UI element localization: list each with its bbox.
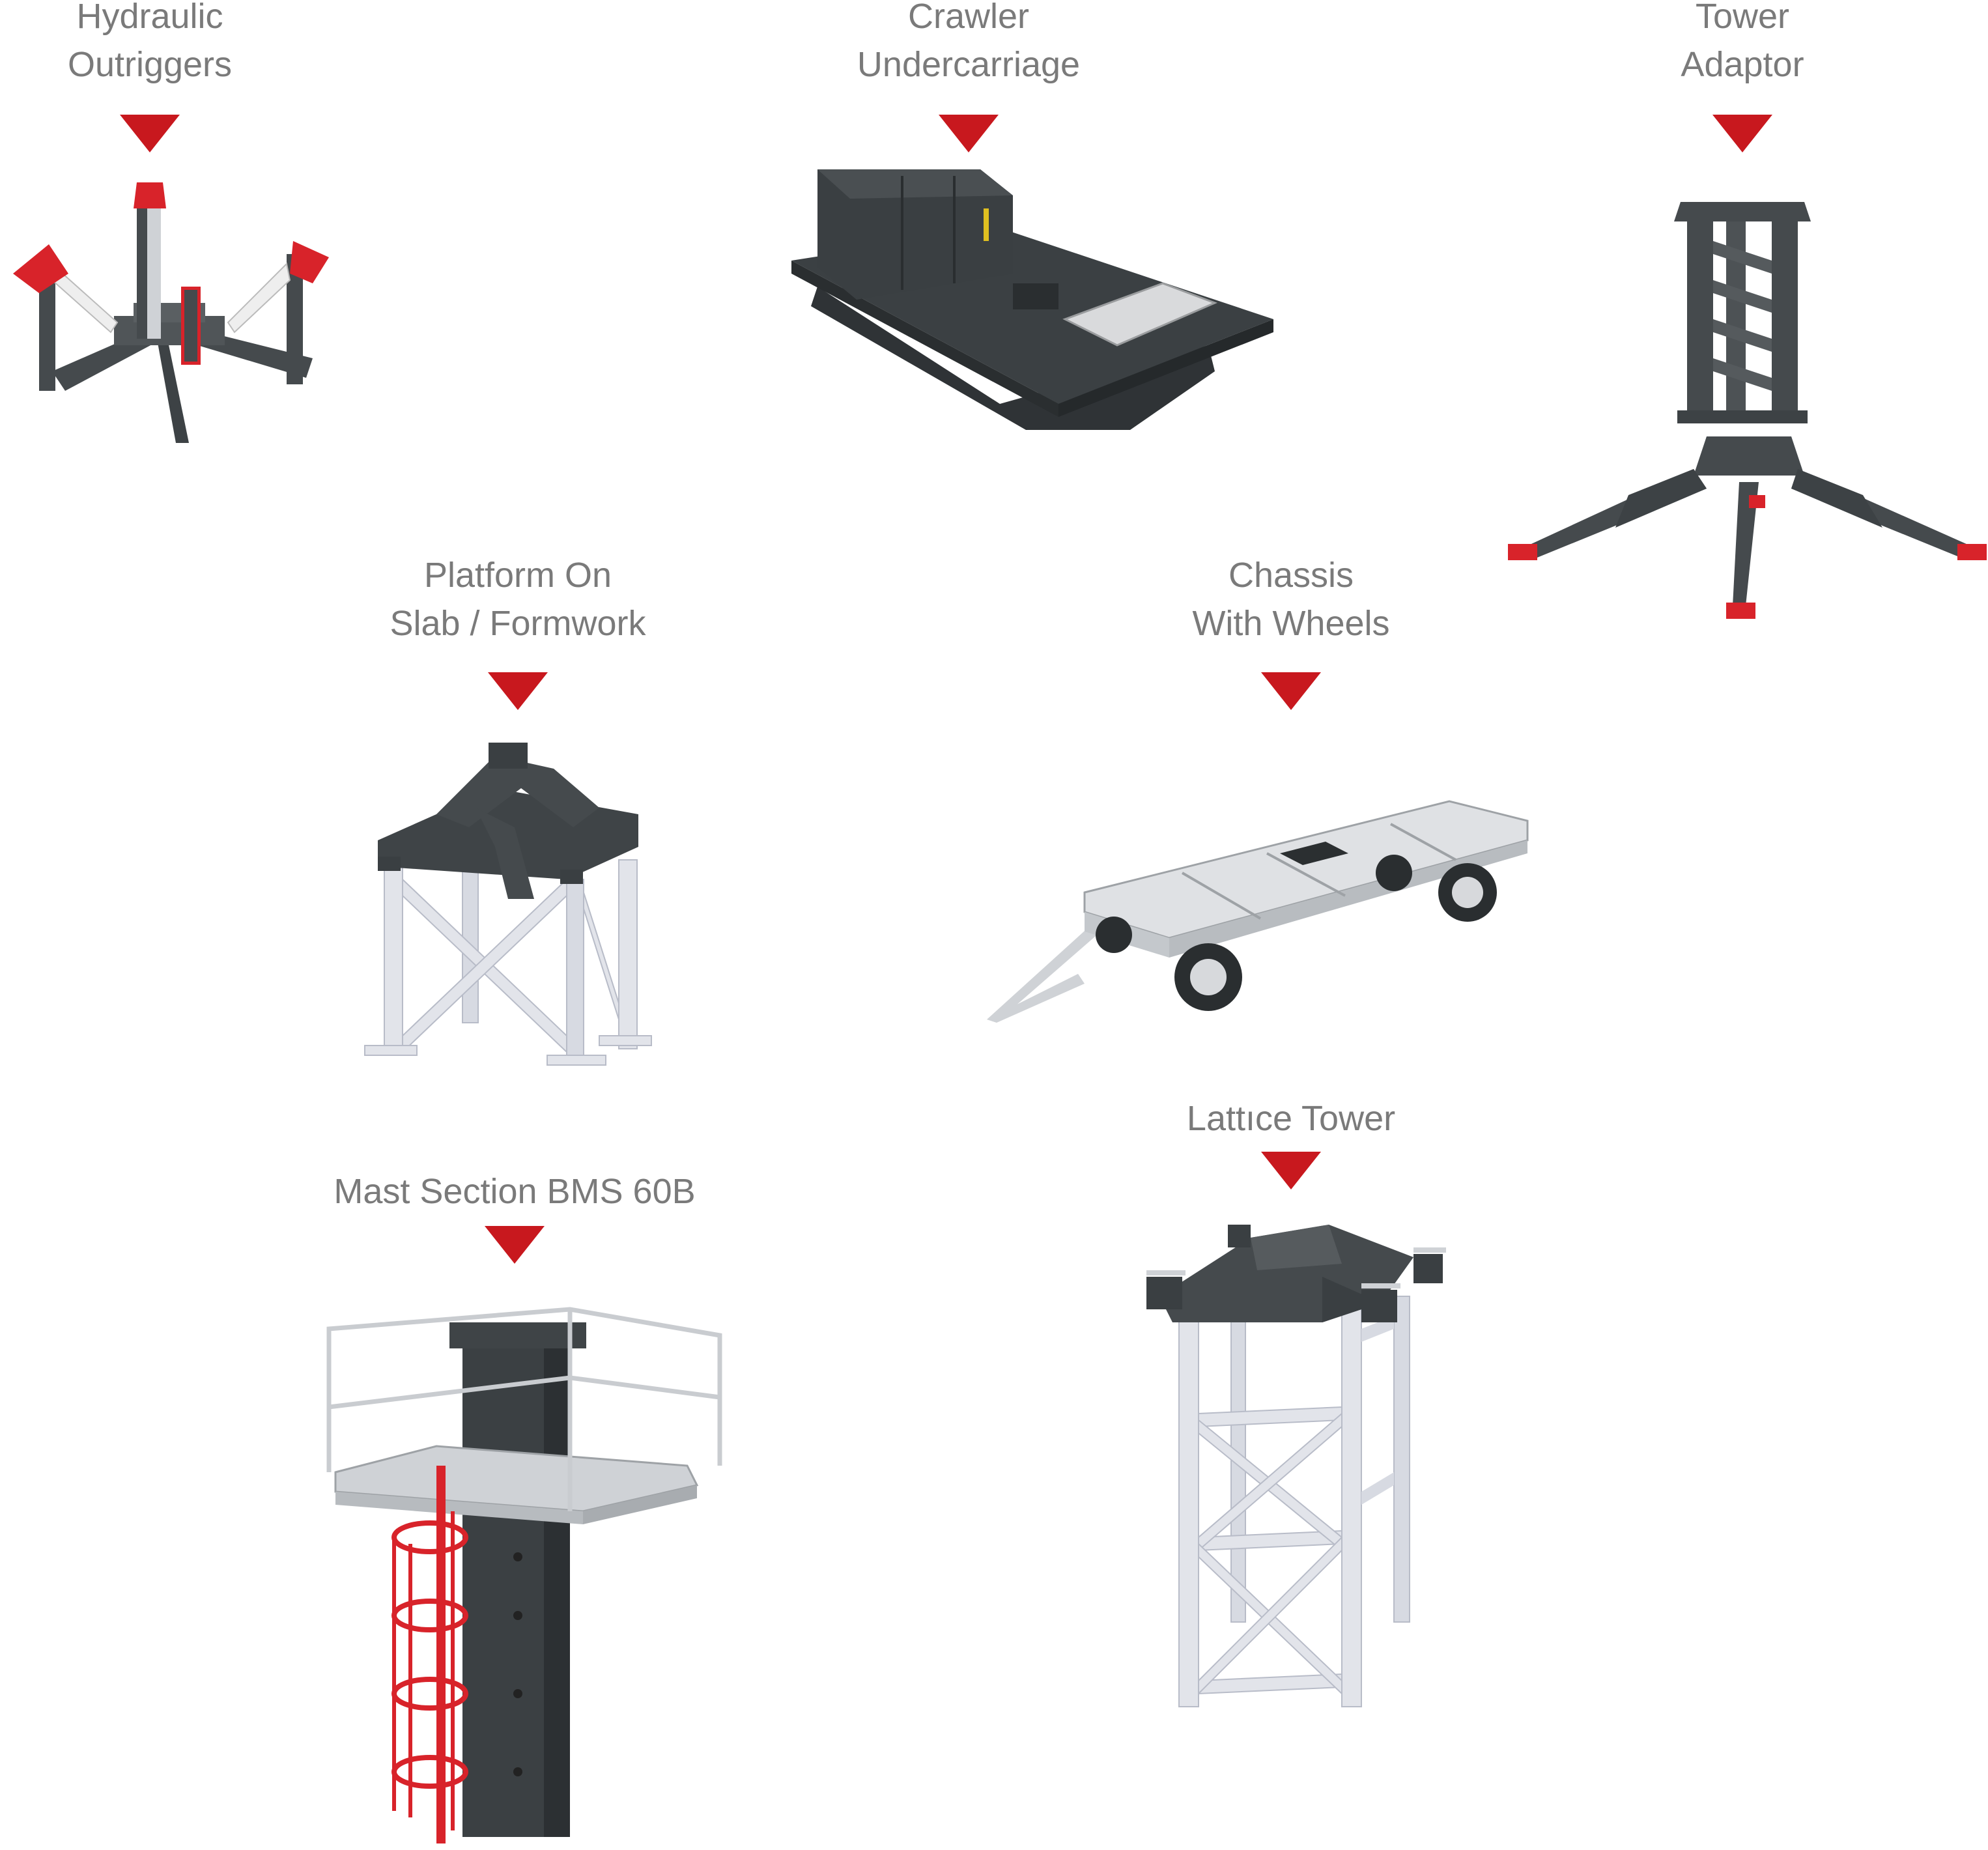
platform-on-slab-illustration bbox=[364, 743, 652, 1066]
label-line-1: Lattıce Tower bbox=[1186, 1099, 1396, 1138]
label-line-2: With Wheels bbox=[1192, 604, 1390, 643]
triangle-down-icon bbox=[1261, 672, 1321, 710]
component-label: Mast Section BMS 60B bbox=[334, 1167, 695, 1216]
label-line-1: Chassis bbox=[1228, 556, 1354, 595]
component-label: Hydraulic Outriggers bbox=[68, 0, 232, 89]
label-line-1: Tower bbox=[1695, 0, 1790, 36]
component-label: Platform On Slab / Formwork bbox=[390, 551, 646, 648]
chassis-with-wheels-illustration bbox=[987, 800, 1529, 1023]
component-label: Tower Adaptor bbox=[1681, 0, 1804, 89]
hydraulic-outriggers-illustration bbox=[13, 182, 329, 443]
label-line-1: Hydraulic bbox=[76, 0, 223, 36]
component-label: Crawler Undercarriage bbox=[857, 0, 1080, 89]
label-line-2: Outriggers bbox=[67, 45, 233, 84]
crawler-undercarriage-illustration bbox=[791, 169, 1273, 430]
label-line-1: Mast Section BMS 60B bbox=[334, 1172, 696, 1211]
label-line-2: Adaptor bbox=[1681, 45, 1804, 84]
label-line-1: Platform On bbox=[423, 556, 612, 595]
lattice-tower-illustration bbox=[1146, 1225, 1446, 1707]
component-label: Lattıce Tower bbox=[1187, 1094, 1395, 1143]
triangle-down-icon bbox=[488, 672, 548, 710]
triangle-down-icon bbox=[120, 115, 180, 152]
triangle-down-icon bbox=[485, 1226, 545, 1264]
triangle-down-icon bbox=[1712, 115, 1772, 152]
triangle-down-icon bbox=[939, 115, 999, 152]
component-label: Chassis With Wheels bbox=[1192, 551, 1389, 648]
label-line-2: Slab / Formwork bbox=[390, 604, 646, 643]
mast-section-illustration bbox=[326, 1307, 722, 1843]
tower-adaptor-illustration bbox=[1508, 202, 1987, 619]
label-line-2: Undercarriage bbox=[857, 45, 1081, 84]
triangle-down-icon bbox=[1261, 1152, 1321, 1189]
label-line-1: Crawler bbox=[907, 0, 1030, 36]
